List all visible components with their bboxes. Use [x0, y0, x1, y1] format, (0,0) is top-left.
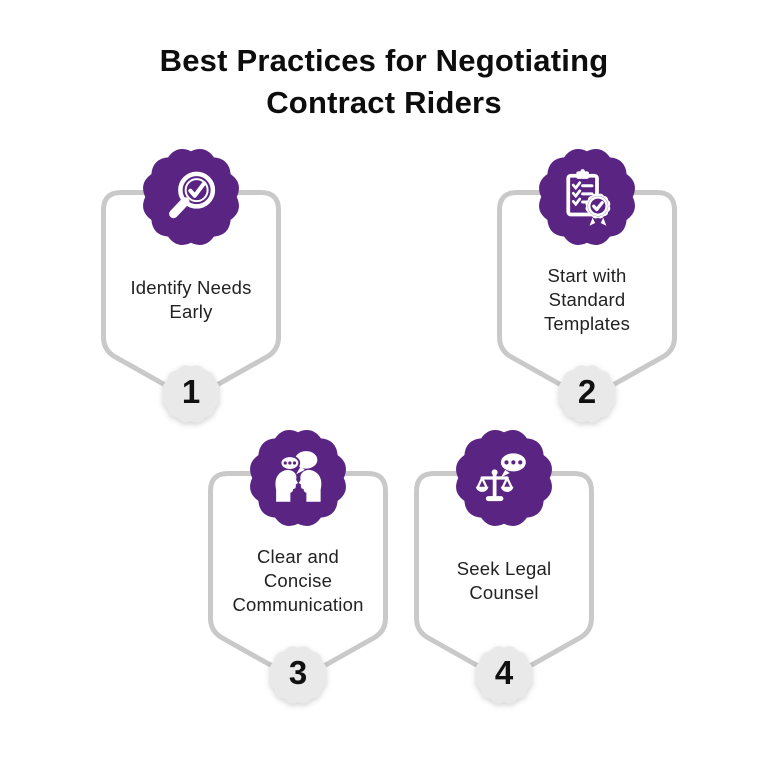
label-line: Counsel [469, 582, 539, 603]
card-label: Start with Standard Templates [501, 252, 673, 348]
number-badge: 4 [473, 644, 535, 706]
step-number: 1 [181, 373, 201, 410]
label-line: Clear and [256, 546, 339, 567]
label-line: Early [169, 301, 213, 322]
info-card-4: Seek Legal Counsel 4 [414, 430, 594, 704]
number-badge: 3 [267, 644, 329, 706]
info-card-3: Clear and Concise Communication 3 [208, 430, 388, 704]
card-label: Clear and Concise Communication [212, 533, 384, 629]
seal-badge [535, 145, 639, 249]
label-line: Communication [232, 594, 364, 615]
seal-badge [246, 426, 350, 530]
number-badge: 1 [160, 363, 222, 425]
title-line-2: Contract Riders [266, 85, 502, 120]
seal-badge [139, 145, 243, 249]
label-line: Concise [263, 570, 333, 591]
step-number: 3 [288, 654, 308, 691]
step-number: 2 [577, 373, 597, 410]
label-line: Seek Legal [456, 558, 552, 579]
label-line: Identify Needs [130, 277, 252, 298]
label-line: Standard [548, 289, 626, 310]
conversation-heads-icon [275, 451, 322, 502]
clipboard-checklist-award-icon [566, 169, 611, 226]
info-card-2: Start with Standard Templates 2 [497, 149, 677, 423]
scales-speech-bubble-icon [475, 453, 526, 502]
seal-badge [452, 426, 556, 530]
step-number: 4 [494, 654, 514, 691]
info-card-1: Identify Needs Early 1 [101, 149, 281, 423]
title-line-1: Best Practices for Negotiating [159, 43, 609, 78]
page-title: Best Practices for Negotiating Contract … [0, 40, 768, 124]
card-label: Seek Legal Counsel [418, 533, 590, 629]
label-line: Templates [543, 313, 631, 334]
magnifier-check-icon [169, 171, 216, 219]
card-label: Identify Needs Early [105, 252, 277, 348]
label-line: Start with [547, 265, 627, 286]
number-badge: 2 [556, 363, 618, 425]
